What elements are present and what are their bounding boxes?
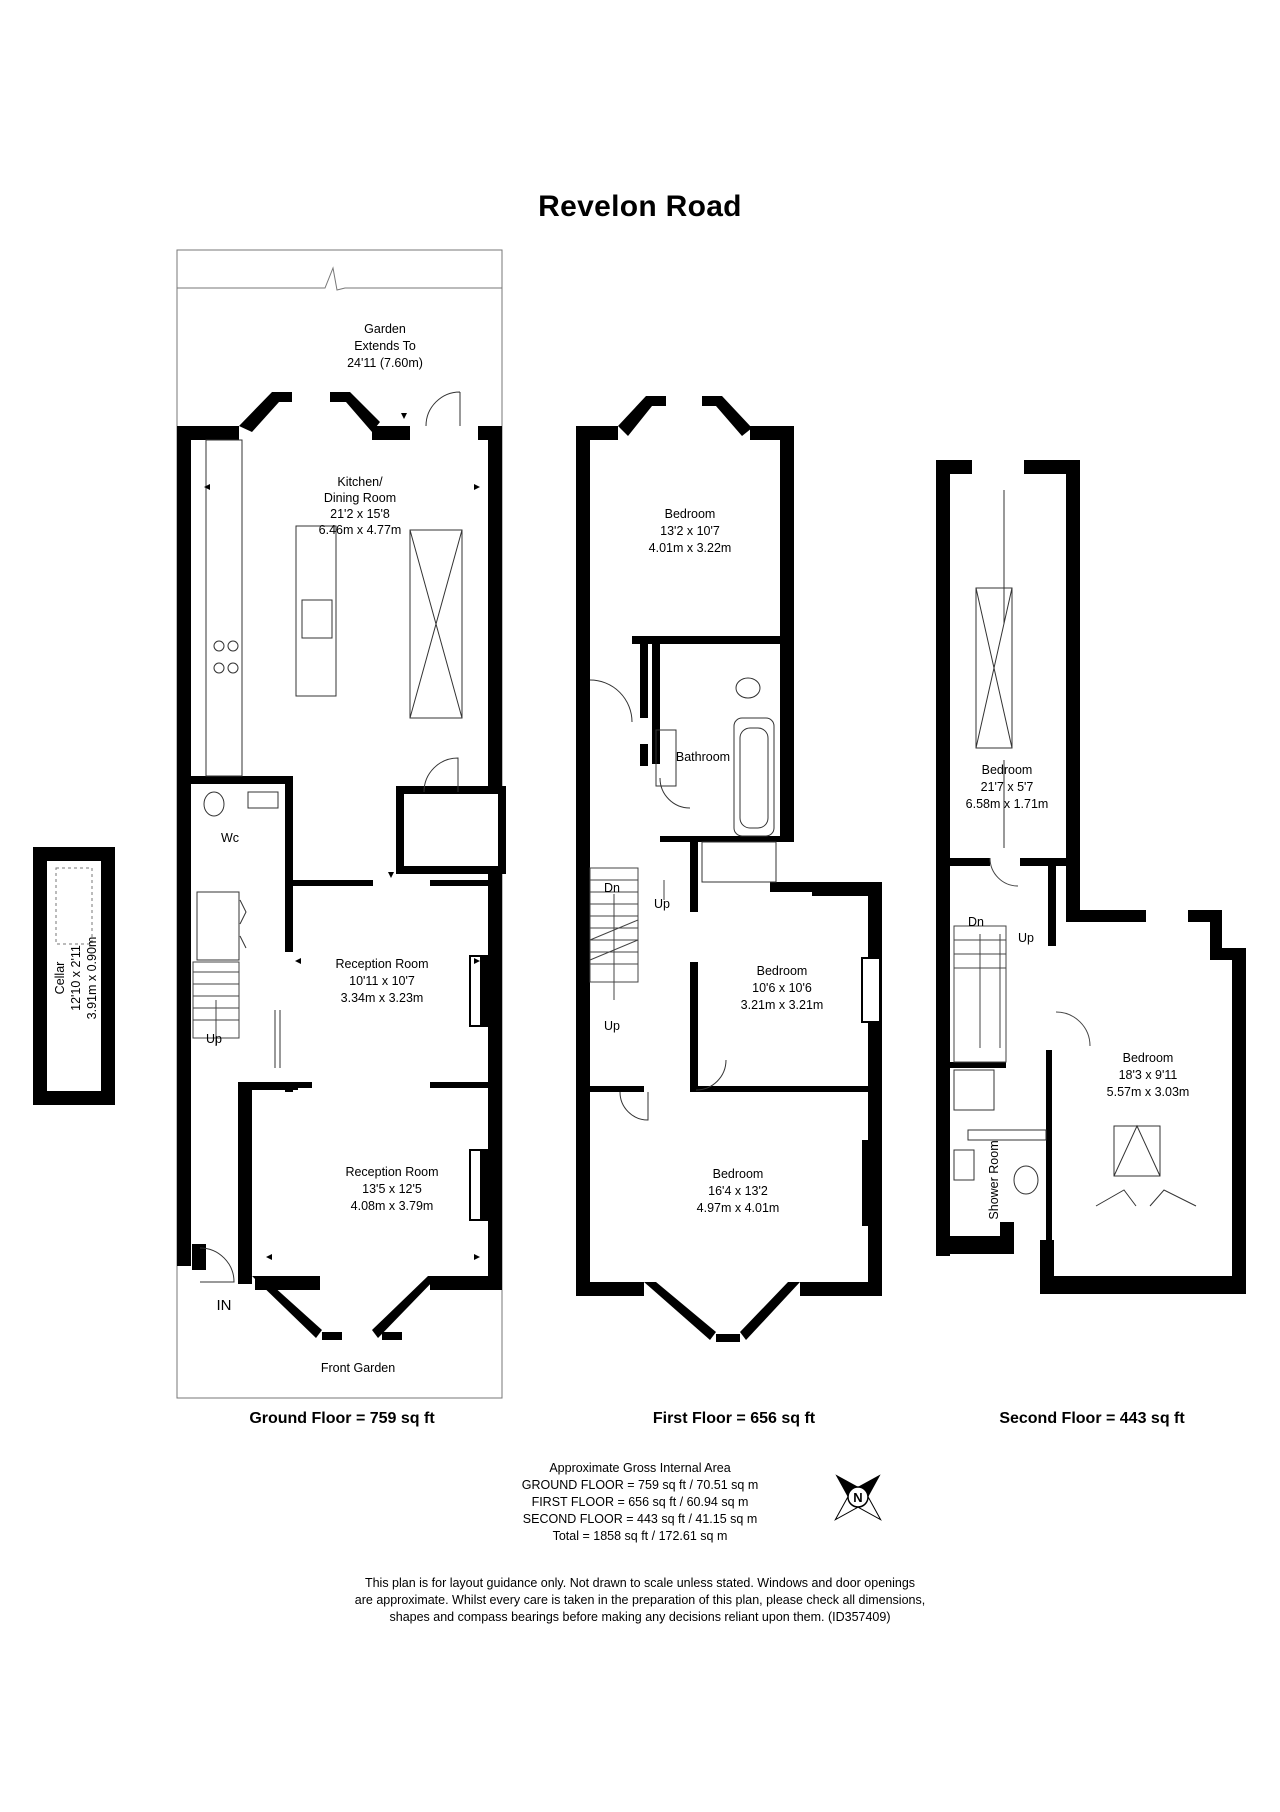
cellar: Cellar 12'10 x 2'11 3.91m x 0.90m xyxy=(33,847,115,1105)
first-bedroom-rear-label-2: 13'2 x 10'7 xyxy=(660,524,720,538)
kitchen-label-3: 21'2 x 15'8 xyxy=(330,507,390,521)
first-dn-label: Dn xyxy=(604,881,620,895)
first-fireplaces xyxy=(861,957,881,1226)
kitchen-label-2: Dining Room xyxy=(324,491,396,505)
disclaimer-line-2: are approximate. Whilst every care is ta… xyxy=(354,1593,926,1607)
area-ground: GROUND FLOOR = 759 sq ft / 70.51 sq m xyxy=(521,1478,759,1492)
cellar-label-1: Cellar xyxy=(53,962,67,995)
first-stairs xyxy=(589,867,665,1000)
front-garden-label: Front Garden xyxy=(321,1361,395,1375)
first-bedroom-rear-label-1: Bedroom xyxy=(665,507,716,521)
ground-labels: Garden Extends To 24'11 (7.60m) Kitchen/… xyxy=(206,322,439,1375)
reception2-label-3: 4.08m x 3.79m xyxy=(351,1199,434,1213)
garden-label-1: Garden xyxy=(364,322,406,336)
second-dn-label: Dn xyxy=(968,915,984,929)
second-bedroom-front-label-2: 18'3 x 9'11 xyxy=(1119,1068,1178,1082)
wc-fittings xyxy=(196,791,279,961)
second-bedroom-rear-label-2: 21'7 x 5'7 xyxy=(981,780,1034,794)
first-up-label-2: Up xyxy=(604,1019,620,1033)
plan-title: Revelon Road xyxy=(538,190,742,223)
first-floor: Bedroom 13'2 x 10'7 4.01m x 3.22m Bathro… xyxy=(576,396,882,1342)
first-bedroom-front-label-3: 4.97m x 4.01m xyxy=(697,1201,780,1215)
ground-up-label: Up xyxy=(206,1032,222,1046)
compass-icon xyxy=(834,1474,882,1521)
gross-internal-area: Approximate Gross Internal Area GROUND F… xyxy=(440,1460,840,1545)
disclaimer: This plan is for layout guidance only. N… xyxy=(290,1575,990,1626)
cellar-label-3: 3.91m x 0.90m xyxy=(85,937,99,1020)
first-bedroom-front-label-2: 16'4 x 13'2 xyxy=(708,1184,768,1198)
second-up-label: Up xyxy=(1018,931,1034,945)
first-floor-area-label: First Floor = 656 sq ft xyxy=(652,1410,816,1427)
compass-north-label: N xyxy=(853,1490,862,1505)
disclaimer-line-3: shapes and compass bearings before makin… xyxy=(389,1610,891,1624)
kitchen-fittings xyxy=(205,439,463,777)
garden-label-3: 24'11 (7.60m) xyxy=(347,356,423,370)
reception1-label-1: Reception Room xyxy=(335,957,428,971)
ground-floor-area-label: Ground Floor = 759 sq ft xyxy=(249,1410,435,1427)
first-walls xyxy=(576,396,882,1342)
area-second: SECOND FLOOR = 443 sq ft / 41.15 sq m xyxy=(522,1512,758,1526)
second-walls xyxy=(936,460,1246,1294)
area-first: FIRST FLOOR = 656 sq ft / 60.94 sq m xyxy=(531,1495,749,1509)
second-bedroom-front-label-3: 5.57m x 3.03m xyxy=(1107,1085,1190,1099)
second-stairs xyxy=(953,857,1091,1063)
second-floor: Bedroom 21'7 x 5'7 6.58m x 1.71m Dn Up B… xyxy=(936,460,1246,1294)
reception1-label-3: 3.34m x 3.23m xyxy=(341,991,424,1005)
cellar-label-2: 12'10 x 2'11 xyxy=(69,945,83,1011)
first-doors xyxy=(589,679,727,1121)
first-bedroom-mid-label-1: Bedroom xyxy=(757,964,808,978)
kitchen-label-4: 6.46m x 4.77m xyxy=(319,523,402,537)
fireplace xyxy=(469,955,489,1221)
kitchen-label-1: Kitchen/ xyxy=(337,475,383,489)
ground-doors xyxy=(199,391,461,1283)
first-up-label-1: Up xyxy=(654,897,670,911)
bathroom-label: Bathroom xyxy=(676,750,730,764)
ground-floor: Garden Extends To 24'11 (7.60m) Kitchen/… xyxy=(176,249,506,1399)
garden-label-2: Extends To xyxy=(354,339,416,353)
first-bedroom-mid-label-2: 10'6 x 10'6 xyxy=(752,981,812,995)
wc-label: Wc xyxy=(221,831,239,845)
first-bedroom-rear-label-3: 4.01m x 3.22m xyxy=(649,541,732,555)
shower-room-label: Shower Room xyxy=(987,1140,1001,1219)
ground-stairs xyxy=(192,961,240,1046)
reception1-label-2: 10'11 x 10'7 xyxy=(349,974,415,988)
second-bedroom-rear-label-1: Bedroom xyxy=(982,763,1033,777)
entrance-label: IN xyxy=(217,1297,232,1314)
disclaimer-line-1: This plan is for layout guidance only. N… xyxy=(364,1576,916,1590)
reception2-label-1: Reception Room xyxy=(345,1165,438,1179)
second-fittings xyxy=(953,490,1197,1207)
area-heading: Approximate Gross Internal Area xyxy=(549,1461,731,1475)
ground-walls xyxy=(177,392,506,1340)
bathroom-fittings xyxy=(655,677,777,883)
first-bedroom-mid-label-3: 3.21m x 3.21m xyxy=(741,998,824,1012)
area-total: Total = 1858 sq ft / 172.61 sq m xyxy=(552,1529,728,1543)
second-floor-area-label: Second Floor = 443 sq ft xyxy=(999,1410,1185,1427)
reception2-label-2: 13'5 x 12'5 xyxy=(362,1182,422,1196)
second-bedroom-front-label-1: Bedroom xyxy=(1123,1051,1174,1065)
second-bedroom-rear-label-3: 6.58m x 1.71m xyxy=(966,797,1049,811)
garden-boundary xyxy=(176,249,503,1399)
first-bedroom-front-label-1: Bedroom xyxy=(713,1167,764,1181)
